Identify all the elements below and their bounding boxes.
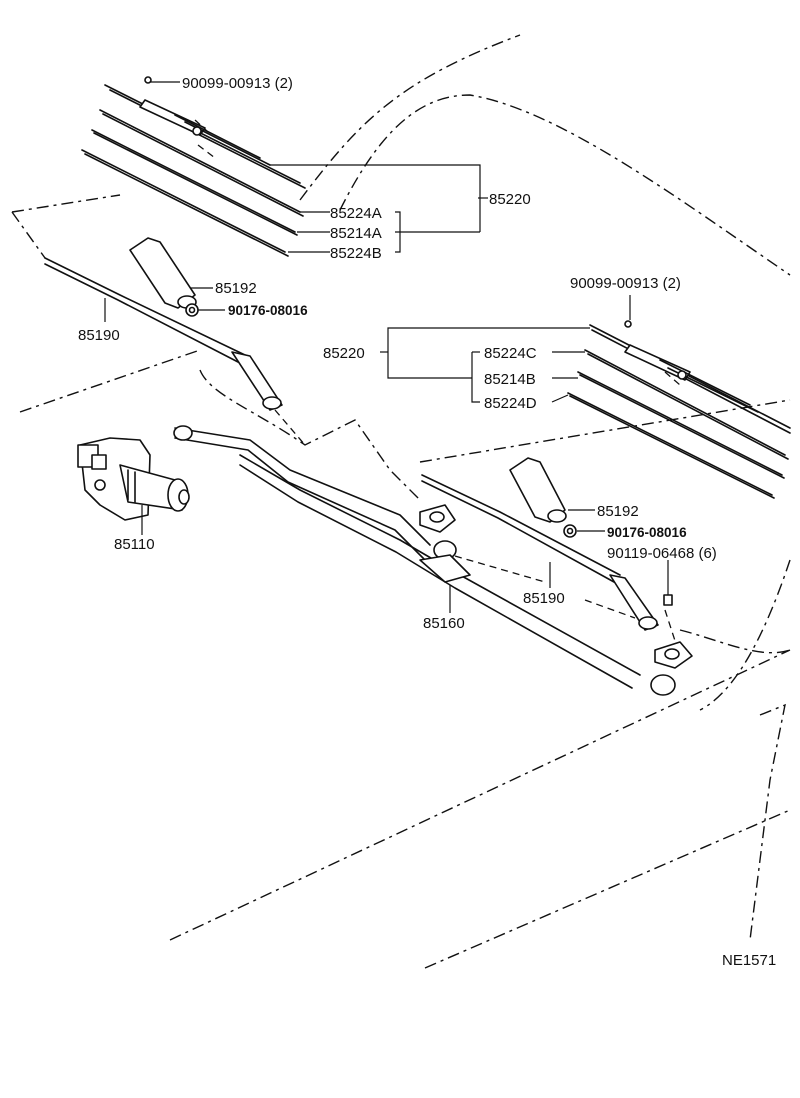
label-cap-right: 85192 (597, 503, 639, 520)
label-nut-left: 90176-08016 (228, 303, 308, 318)
label-bolt-right: 90119-06468 (6) (607, 545, 717, 562)
right-blade-set (567, 320, 791, 499)
part-labels: 90099-00913 (2) 85220 85224A 85214A 8522… (78, 75, 776, 969)
label-blade-rubber-right-c: 85224C (484, 345, 537, 362)
leader-lines (104, 81, 669, 613)
label-arm-right: 85190 (523, 590, 565, 607)
screw-icon (144, 76, 152, 84)
label-blade-backing-left: 85214A (330, 225, 382, 242)
wiper-motor (77, 437, 190, 521)
label-link-assy: 85160 (423, 615, 465, 632)
label-blade-assy-right: 85220 (323, 345, 365, 362)
bolt-icon (663, 594, 673, 606)
right-arm-assy (421, 457, 673, 631)
label-screw-top-right: 90099-00913 (2) (570, 275, 681, 292)
label-blade-rubber-left-a: 85224A (330, 205, 382, 222)
vehicle-outline (11, 34, 791, 969)
label-screw-top-left: 90099-00913 (2) (182, 75, 293, 92)
label-cap-left: 85192 (215, 280, 257, 297)
label-nut-right: 90176-08016 (607, 525, 687, 540)
nut-icon (185, 303, 199, 317)
left-arm-assy (44, 237, 283, 411)
label-blade-rubber-right-d: 85224D (484, 395, 537, 412)
label-blade-rubber-left-b: 85224B (330, 245, 382, 262)
label-blade-assy-left: 85220 (489, 191, 531, 208)
label-motor: 85110 (114, 536, 155, 553)
left-blade-set (81, 76, 306, 257)
nut-icon (563, 524, 577, 538)
diagram-code: NE1571 (722, 952, 776, 969)
screw-icon (624, 320, 632, 328)
label-blade-backing-right: 85214B (484, 371, 536, 388)
label-arm-left: 85190 (78, 327, 120, 344)
wiper-link-assy (173, 425, 693, 696)
